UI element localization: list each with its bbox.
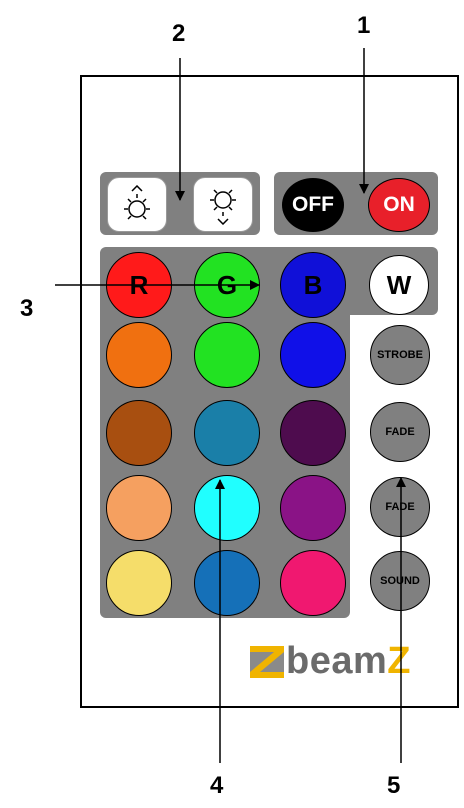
fade-button-1[interactable]: FADE (370, 402, 430, 462)
color-button-6[interactable] (280, 400, 346, 466)
color-button-1[interactable] (106, 322, 172, 388)
white-button[interactable]: W (369, 255, 429, 315)
strobe-button[interactable]: STROBE (370, 325, 430, 385)
callout-4: 4 (210, 772, 224, 799)
logo-text: beam (286, 640, 388, 682)
off-button[interactable]: OFF (282, 178, 344, 232)
color-button-11[interactable] (194, 550, 260, 616)
color-button-8[interactable] (194, 475, 260, 541)
color-button-7[interactable] (106, 475, 172, 541)
brightness-up-icon (124, 184, 150, 220)
color-button-9[interactable] (280, 475, 346, 541)
logo-accent: Z (387, 640, 411, 682)
color-button-3[interactable] (280, 322, 346, 388)
color-button-12[interactable] (280, 550, 346, 616)
fade-button-2[interactable]: FADE (370, 477, 430, 537)
callout-1: 1 (357, 12, 371, 39)
color-button-4[interactable] (106, 400, 172, 466)
brightness-down-icon (210, 188, 236, 225)
callout-5: 5 (387, 772, 401, 799)
blue-button[interactable]: B (280, 252, 346, 318)
color-button-10[interactable] (106, 550, 172, 616)
brightness-down-button[interactable] (193, 177, 253, 232)
on-button[interactable]: ON (368, 178, 430, 232)
callout-3: 3 (20, 295, 34, 322)
beamz-mark-icon (250, 645, 284, 678)
callout-2: 2 (172, 20, 186, 47)
color-button-2[interactable] (194, 322, 260, 388)
color-button-5[interactable] (194, 400, 260, 466)
sound-button[interactable]: SOUND (370, 551, 430, 611)
brightness-up-button[interactable] (107, 177, 167, 232)
